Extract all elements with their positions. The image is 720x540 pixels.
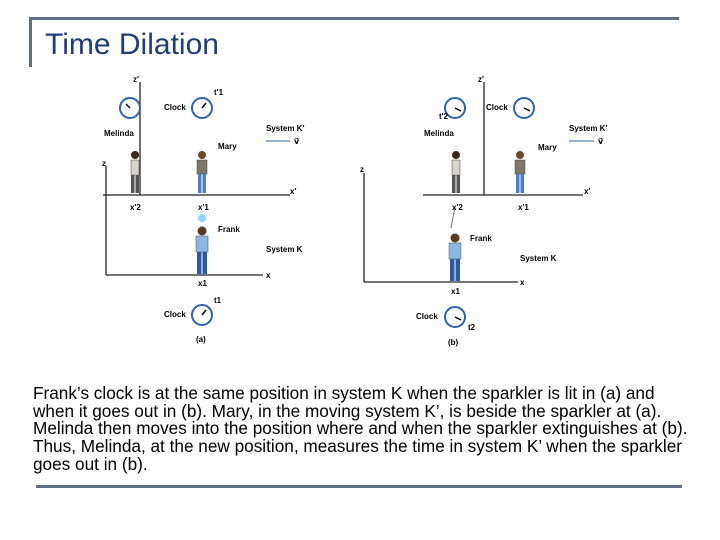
a-sparkler-icon — [198, 214, 206, 222]
panel-b: z′ Clock t′2 Melinda Mary System K′ v⃗ z… — [360, 75, 607, 347]
a-mary-figure — [196, 150, 208, 194]
title-rule-left — [29, 17, 32, 67]
title-frame — [29, 17, 679, 67]
a-system-k-label: System K — [266, 245, 303, 254]
slide-title: Time Dilation — [45, 28, 219, 61]
b-system-k-label: System K — [520, 254, 557, 263]
b-x2-prime-label: x′2 — [452, 203, 463, 212]
b-clock-top-label: Clock — [486, 103, 508, 112]
a-x1-label: x1 — [198, 279, 207, 288]
b-melinda-label: Melinda — [424, 129, 454, 138]
a-clock-top-label: Clock — [164, 103, 186, 112]
b-melinda-figure — [451, 150, 461, 194]
a-x1-prime-label: x′1 — [198, 203, 209, 212]
b-frank-label: Frank — [470, 234, 492, 243]
b-z-prime-label: z′ — [478, 75, 484, 84]
b-frank-figure — [448, 233, 462, 282]
time-dilation-figure: z′ Clock t′1 Melinda Mary System K′ v⃗ z… — [102, 75, 607, 347]
b-velocity-label: v⃗ — [598, 137, 604, 146]
a-melinda-figure — [130, 150, 140, 194]
a-velocity-label: v⃗ — [294, 137, 300, 146]
b-system-k-prime-label: System K′ — [569, 124, 607, 133]
a-panel-label: (a) — [196, 335, 206, 344]
a-mary-label: Mary — [218, 142, 237, 151]
b-x-label: x — [520, 278, 525, 287]
b-t2-prime-label: t′2 — [439, 112, 449, 121]
a-clock-bottom-label: Clock — [164, 310, 186, 319]
panel-a: z′ Clock t′1 Melinda Mary System K′ v⃗ z… — [102, 75, 304, 344]
a-melinda-label: Melinda — [104, 129, 134, 138]
a-frank-label: Frank — [218, 225, 240, 234]
b-sparkler-icon — [450, 206, 456, 229]
caption-text: Frank’s clock is at the same position in… — [33, 383, 688, 474]
bottom-rule — [36, 485, 682, 488]
b-t2-label: t2 — [468, 323, 476, 332]
a-z-label: z — [102, 159, 106, 168]
a-system-k-prime-label: System K′ — [266, 124, 304, 133]
b-x1-label: x1 — [451, 287, 460, 296]
b-x-prime-label: x′ — [584, 187, 590, 196]
b-panel-label: (b) — [448, 338, 459, 347]
b-mary-figure — [514, 150, 526, 194]
b-clock-bottom-label: Clock — [416, 312, 438, 321]
a-x-label: x — [266, 271, 271, 280]
a-frank-figure — [195, 226, 209, 275]
a-t1-label: t1 — [214, 296, 222, 305]
a-t1-prime-label: t′1 — [214, 88, 224, 97]
a-x2-prime-label: x′2 — [130, 203, 141, 212]
a-x-prime-label: x′ — [290, 187, 296, 196]
b-x1-prime-label: x′1 — [518, 203, 529, 212]
b-mary-label: Mary — [538, 143, 557, 152]
a-z-prime-label: z′ — [133, 75, 139, 84]
title-rule-top — [29, 17, 679, 20]
b-z-label: z — [360, 165, 364, 174]
